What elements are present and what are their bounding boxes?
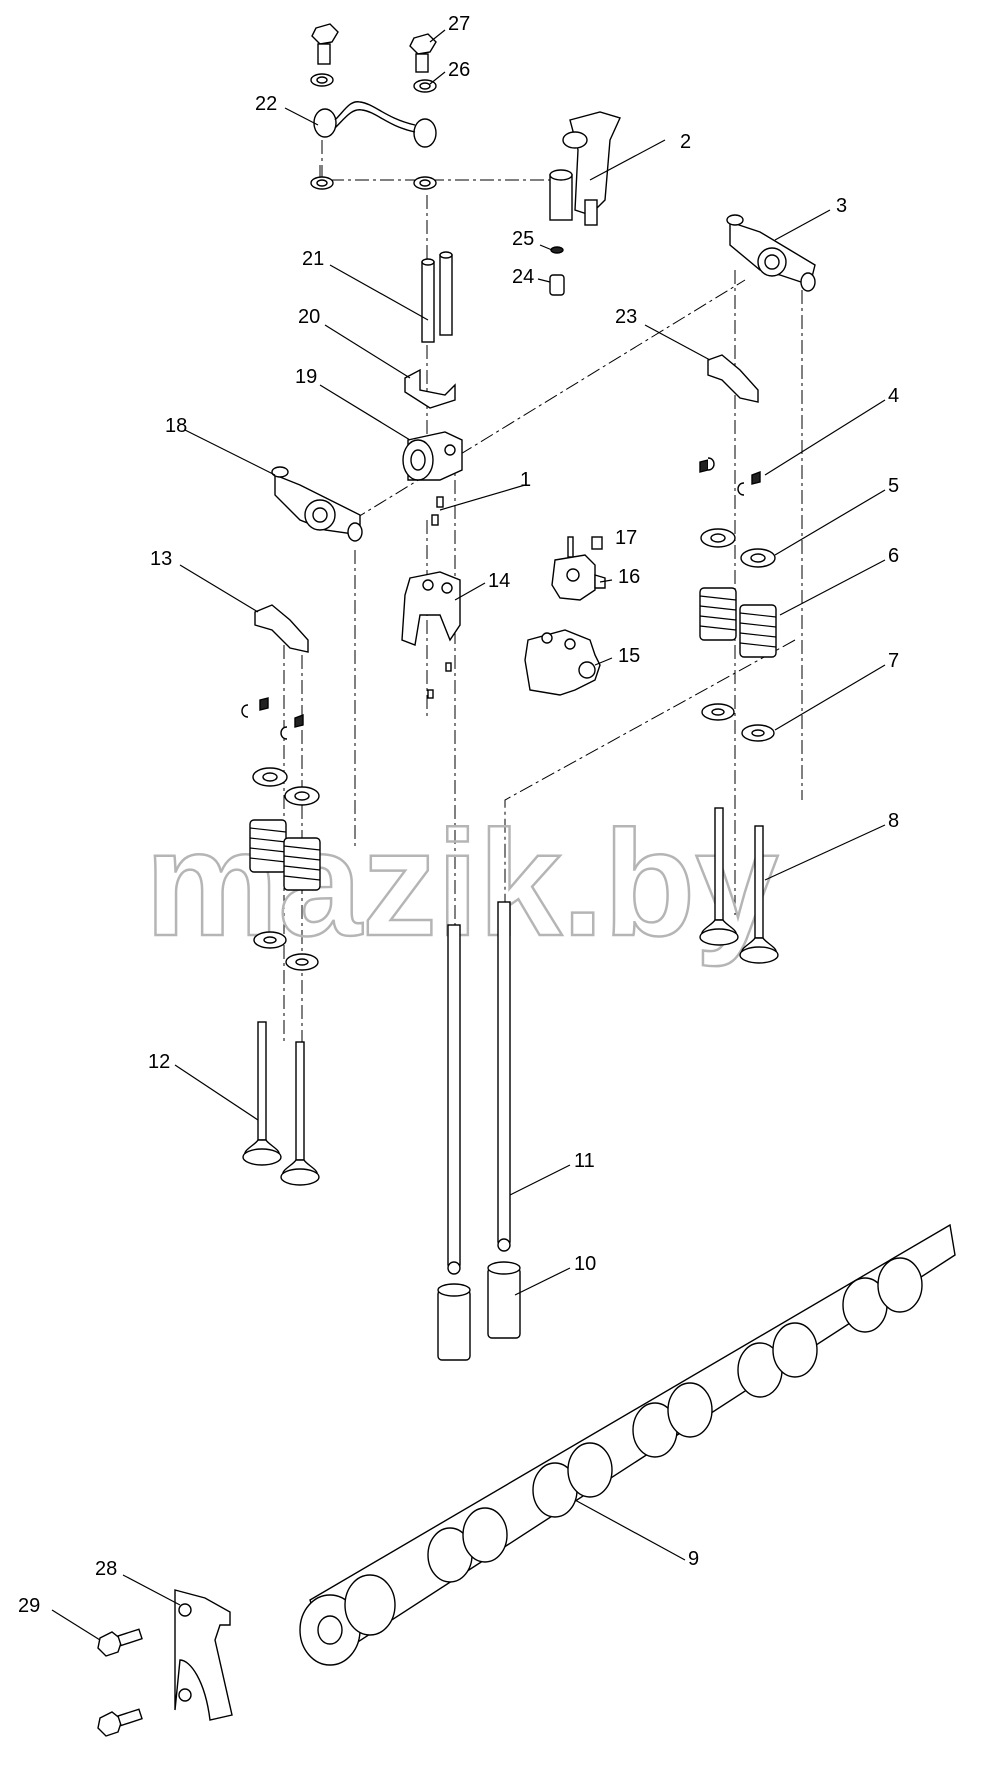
callout-3: 3 — [836, 195, 847, 217]
banjo-bolt-27 — [409, 33, 437, 73]
callout-5: 5 — [888, 475, 899, 497]
push-rods — [447, 901, 511, 1275]
bracket-20 — [404, 368, 456, 409]
watermark: mazik.by — [145, 799, 779, 967]
studs — [421, 251, 453, 343]
callout-9: 9 — [688, 1548, 699, 1570]
valve-springs-left — [249, 819, 321, 891]
callout-23: 23 — [615, 306, 637, 328]
rocker-bracket-2 — [549, 111, 621, 226]
callout-21: 21 — [302, 248, 324, 270]
rocker-arm-18 — [271, 466, 363, 542]
callout-15: 15 — [618, 645, 640, 667]
callout-6: 6 — [888, 545, 899, 567]
callout-13: 13 — [150, 548, 172, 570]
rocker-arm-3 — [726, 214, 816, 292]
valve-springs-right — [699, 587, 777, 658]
callout-14: 14 — [488, 570, 510, 592]
oil-pipe — [313, 101, 437, 148]
callout-26: 26 — [448, 59, 470, 81]
bolts-29 — [97, 1628, 143, 1737]
support-15 — [524, 629, 601, 696]
valves-left — [242, 1021, 320, 1186]
callout-4: 4 — [888, 385, 899, 407]
tappets — [437, 1261, 521, 1361]
support-16 — [551, 536, 606, 601]
camshaft — [299, 1223, 956, 1666]
valves-right — [699, 807, 779, 964]
rocker-arm-13 — [254, 604, 309, 653]
callout-8: 8 — [888, 810, 899, 832]
rocker-support-14 — [401, 571, 461, 646]
callout-1: 1 — [520, 469, 531, 491]
callout-16: 16 — [618, 566, 640, 588]
rocker-arm-23 — [707, 354, 759, 403]
callout-11: 11 — [574, 1150, 595, 1172]
callout-18: 18 — [165, 415, 187, 437]
callout-28: 28 — [95, 1558, 117, 1580]
callout-29: 29 — [18, 1595, 40, 1617]
callout-17: 17 — [615, 527, 637, 549]
callout-22: 22 — [255, 93, 277, 115]
callout-19: 19 — [295, 366, 317, 388]
callout-24: 24 — [512, 266, 534, 288]
callout-2: 2 — [680, 131, 691, 153]
callout-12: 12 — [148, 1051, 170, 1073]
parts — [97, 23, 956, 1737]
callout-25: 25 — [512, 228, 534, 250]
callout-27: 27 — [448, 13, 470, 35]
rocker-shaft-support — [402, 431, 463, 481]
callouts: 1 2 3 4 5 6 7 8 9 10 11 12 13 — [18, 13, 899, 1641]
callout-10: 10 — [574, 1253, 596, 1275]
callout-7: 7 — [888, 650, 899, 672]
thrust-plate — [174, 1589, 233, 1721]
callout-20: 20 — [298, 306, 320, 328]
banjo-bolt-left — [311, 23, 339, 65]
